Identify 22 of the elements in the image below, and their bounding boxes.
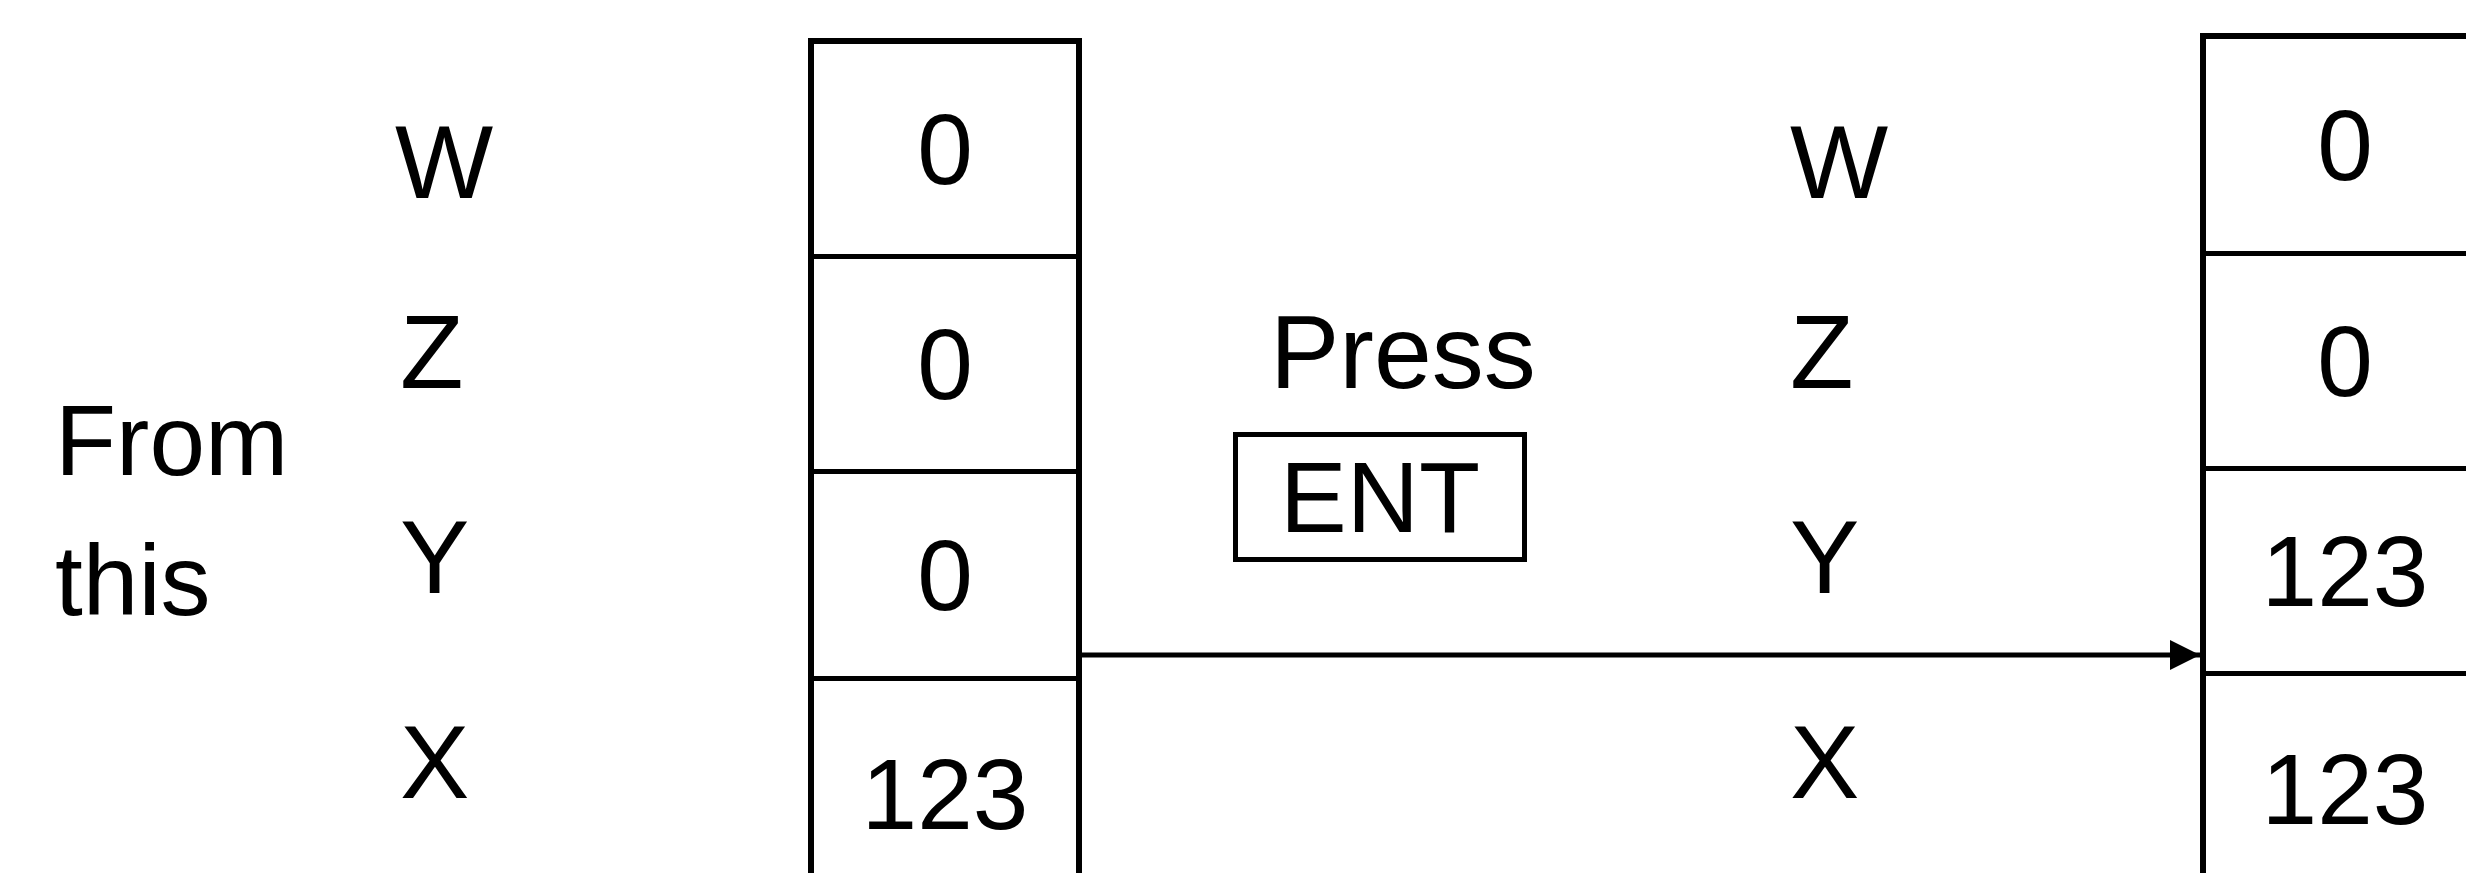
register-cell: 0 bbox=[814, 44, 1076, 254]
register-name: Z bbox=[400, 300, 464, 404]
register-name: X bbox=[400, 710, 470, 814]
register-cell: 0 bbox=[814, 254, 1076, 469]
arrow bbox=[1082, 640, 2200, 670]
register-name: Y bbox=[400, 505, 470, 609]
register-name: X bbox=[1790, 710, 1860, 814]
register-stack bbox=[2200, 33, 2466, 873]
register-cell: 0 bbox=[814, 469, 1076, 676]
instruction-text: Press bbox=[1270, 300, 1536, 404]
register-name: Y bbox=[1790, 505, 1860, 609]
register-cell: 123 bbox=[2206, 671, 2466, 873]
register-cell: 0 bbox=[2206, 39, 2466, 251]
register-cell: 0 bbox=[2206, 251, 2466, 466]
register-cell: 123 bbox=[814, 676, 1076, 873]
caption-text: From this bbox=[55, 383, 290, 638]
register-stack bbox=[808, 38, 1082, 873]
register-name: W bbox=[1790, 110, 1889, 214]
register-name: W bbox=[395, 110, 494, 214]
register-cell: 123 bbox=[2206, 466, 2466, 671]
key-cap: ENT bbox=[1233, 432, 1527, 562]
register-name: Z bbox=[1790, 300, 1854, 404]
